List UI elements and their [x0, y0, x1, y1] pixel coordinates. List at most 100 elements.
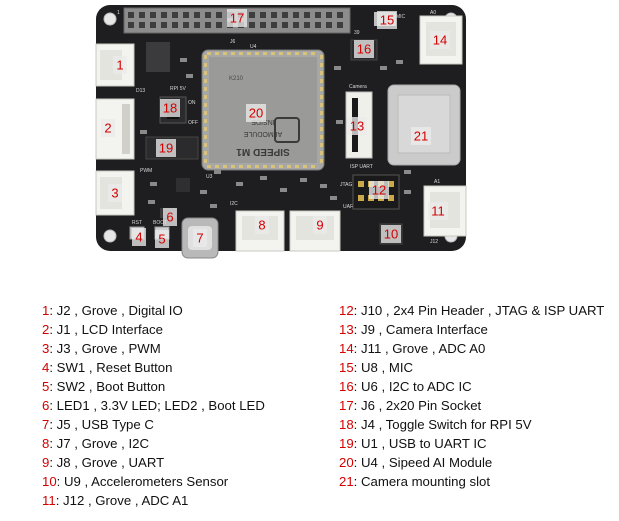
smd-component	[336, 120, 343, 124]
module-pad	[320, 111, 323, 115]
silk-a1: A1	[434, 179, 440, 185]
smd-parts	[140, 58, 411, 208]
callout-box	[347, 117, 367, 135]
smd-component	[186, 74, 193, 78]
silk-pin39: 39	[354, 30, 360, 36]
silk-on: ON	[188, 100, 196, 106]
module-pad	[207, 165, 211, 168]
module-pad	[303, 165, 307, 168]
module-pad	[204, 159, 207, 163]
callout-15: 15	[380, 12, 394, 27]
smd-component	[140, 130, 147, 134]
module-pad	[320, 143, 323, 147]
module-pad	[271, 165, 275, 168]
legend-text: : U8 , MIC	[353, 360, 414, 375]
module-pad	[247, 52, 251, 55]
socket-pin	[216, 22, 222, 28]
module-pad	[271, 52, 275, 55]
legend-text: : U1 , USB to UART IC	[353, 436, 487, 451]
legend-item: 5: SW2 , Boot Button	[42, 377, 265, 396]
callout-5: 5	[158, 231, 165, 246]
smd-component	[148, 200, 155, 204]
module-pad	[204, 55, 207, 59]
legend-number: 17	[339, 398, 354, 413]
module-pad	[295, 52, 299, 55]
legend-text: : J5 , USB Type C	[49, 417, 154, 432]
socket-pin	[161, 22, 167, 28]
legend-item: 19: U1 , USB to UART IC	[339, 434, 604, 453]
socket-pin	[205, 22, 211, 28]
module-pad	[320, 95, 323, 99]
socket-pin	[271, 12, 277, 18]
legend-number: 3	[42, 341, 50, 356]
module-pad	[204, 111, 207, 115]
silk-off: OFF	[188, 120, 198, 126]
silk-j12: J12	[430, 239, 438, 245]
module-pad	[204, 95, 207, 99]
module-pad	[320, 159, 323, 163]
connector-slot	[122, 104, 130, 154]
silk-boot: BOOT	[153, 220, 167, 226]
socket-pin	[128, 22, 134, 28]
legend-text: : J6 , 2x20 Pin Socket	[353, 398, 482, 413]
socket-pin	[249, 22, 255, 28]
callout-box	[193, 229, 207, 247]
smd-component	[214, 170, 221, 174]
module-pad	[295, 165, 299, 168]
callout-box	[156, 139, 176, 157]
callout-16: 16	[357, 41, 371, 56]
callout-box	[163, 208, 177, 226]
module-pad	[223, 165, 227, 168]
socket-pin	[172, 12, 178, 18]
callout-box	[160, 99, 180, 117]
module-pad	[239, 52, 243, 55]
module-pad	[311, 52, 315, 55]
silk-pin1: 1	[117, 10, 120, 16]
legend-text: : U6 , I2C to ADC IC	[353, 379, 472, 394]
module-pad	[320, 119, 323, 123]
smd-component	[236, 182, 243, 186]
socket-pin	[282, 12, 288, 18]
module-pad	[204, 143, 207, 147]
callout-20: 20	[249, 105, 263, 120]
socket-pin	[183, 22, 189, 28]
legend-text: : SW1 , Reset Button	[49, 360, 173, 375]
socket-pin	[326, 12, 332, 18]
legend-item: 2: J1 , LCD Interface	[42, 320, 265, 339]
legend-item: 15: U8 , MIC	[339, 358, 604, 377]
module-pad	[204, 87, 207, 91]
smd-component	[300, 178, 307, 182]
module-pad	[204, 63, 207, 67]
socket-pin	[216, 12, 222, 18]
socket-pin	[293, 22, 299, 28]
legend-number: 11	[42, 493, 56, 508]
socket-pin	[271, 22, 277, 28]
silk-camera: Camera	[349, 84, 367, 90]
silk-mic: MIC	[396, 14, 406, 20]
socket-pin	[293, 12, 299, 18]
module-pad	[279, 52, 283, 55]
module-pad	[303, 52, 307, 55]
callout-box	[381, 225, 401, 243]
silk-rst: RST	[132, 220, 142, 226]
socket-pin	[150, 12, 156, 18]
callout-box	[101, 119, 115, 137]
module-pad	[279, 165, 283, 168]
silk-a0: A0	[430, 10, 436, 16]
smd-component	[150, 182, 157, 186]
smd-component	[320, 184, 327, 188]
module-pad	[204, 119, 207, 123]
legend-number: 2	[42, 322, 50, 337]
legend-item: 14: J11 , Grove , ADC A0	[339, 339, 604, 358]
callout-9: 9	[316, 217, 323, 232]
callout-box	[132, 228, 146, 246]
module-pad	[287, 165, 291, 168]
legend-text: : U9 , Accelerometers Sensor	[56, 474, 229, 489]
module-pad	[223, 52, 227, 55]
socket-pin	[260, 12, 266, 18]
socket-pin	[128, 12, 134, 18]
header-pin	[358, 181, 364, 187]
smd-component	[330, 196, 337, 200]
module-pad	[263, 52, 267, 55]
legend-number: 21	[339, 474, 354, 489]
